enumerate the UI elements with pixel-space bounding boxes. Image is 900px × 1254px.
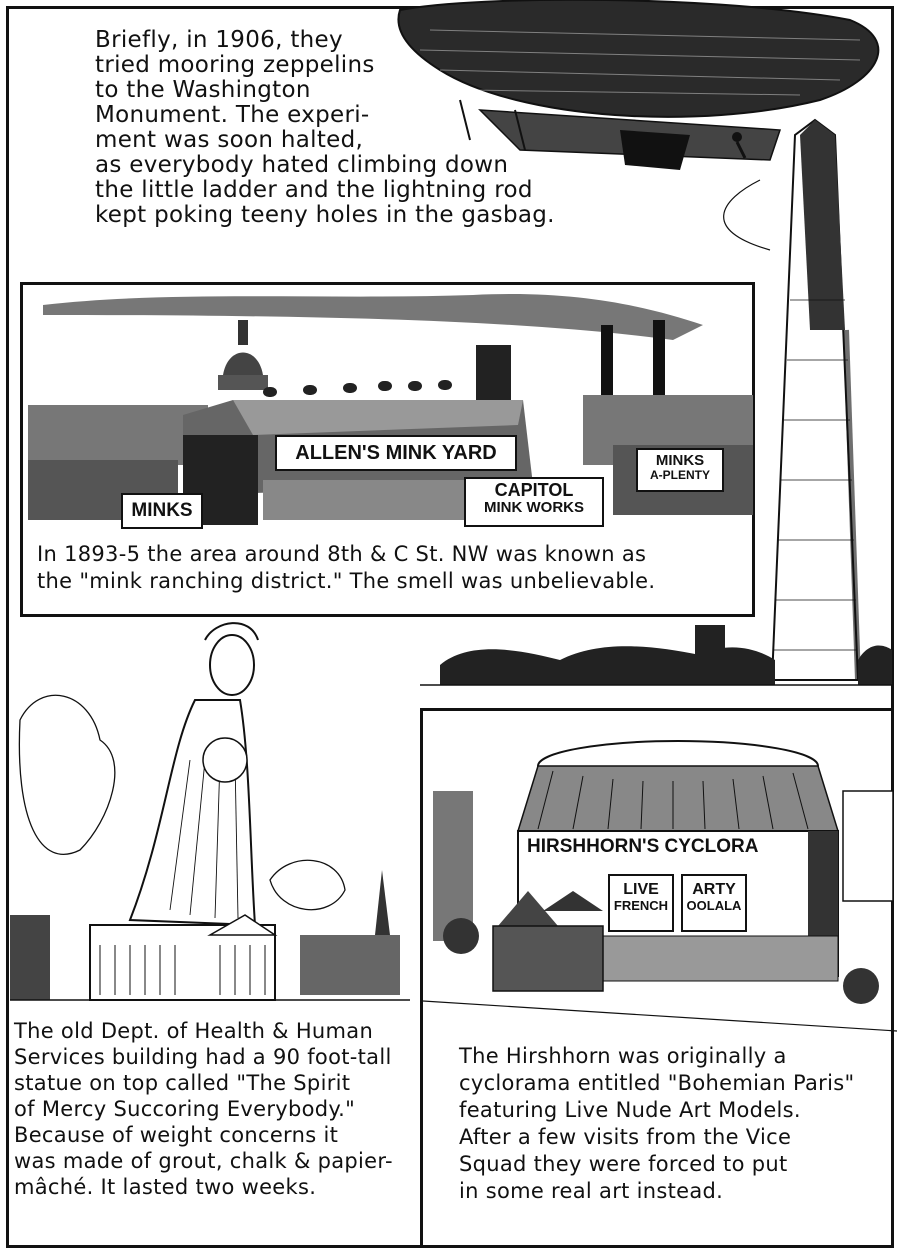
cyclorama-panel: HIRSHHORN'S CYCLORA LIVE FRENCH ARTY OOL… [420,708,897,1248]
arty-oolala-sign: ARTY OOLALA [681,874,747,932]
arty-sign-line1: ARTY [692,881,736,898]
minks-a-plenty-sign: MINKS A-PLENTY [636,448,724,492]
zeppelin-caption: Briefly, in 1906, they tried mooring zep… [95,27,555,228]
mink-caption: In 1893-5 the area around 8th & C St. NW… [37,542,656,593]
plenty-sign-line1: MINKS [655,452,705,469]
cyclorama-illustration [423,740,897,1032]
cyclorama-caption: The Hirshhorn was originally a cyclorama… [459,1044,855,1203]
hhs-building [89,914,278,1001]
live-sign-line2: FRENCH [613,897,669,913]
live-sign-line1: LIVE [623,881,659,898]
capitol-sign-line2: MINK WORKS [484,498,584,516]
spirit-of-mercy-statue [128,622,259,927]
zeppelin-illustration [397,0,880,251]
plenty-sign-line2: A-PLENTY [650,467,710,482]
capitol-mink-works-sign: CAPITOL MINK WORKS [464,477,604,527]
treeline [440,625,892,685]
cyclorama-entrance [492,891,604,992]
washington-monument [770,118,861,681]
allens-mink-yard-sign: ALLEN'S MINK YARD [275,435,517,471]
arty-sign-line2: OOLALA [686,897,742,913]
mink-panel: ALLEN'S MINK YARD MINKS CAPITOL MINK WOR… [20,282,755,617]
hirshhorn-cyclorama-banner: HIRSHHORN'S CYCLORA [527,836,759,857]
minks-sign: MINKS [121,493,203,529]
live-french-sign: LIVE FRENCH [608,874,674,932]
capitol-sign-line1: CAPITOL [494,480,574,500]
statue-caption: The old Dept. of Health & Human Services… [14,1019,393,1199]
